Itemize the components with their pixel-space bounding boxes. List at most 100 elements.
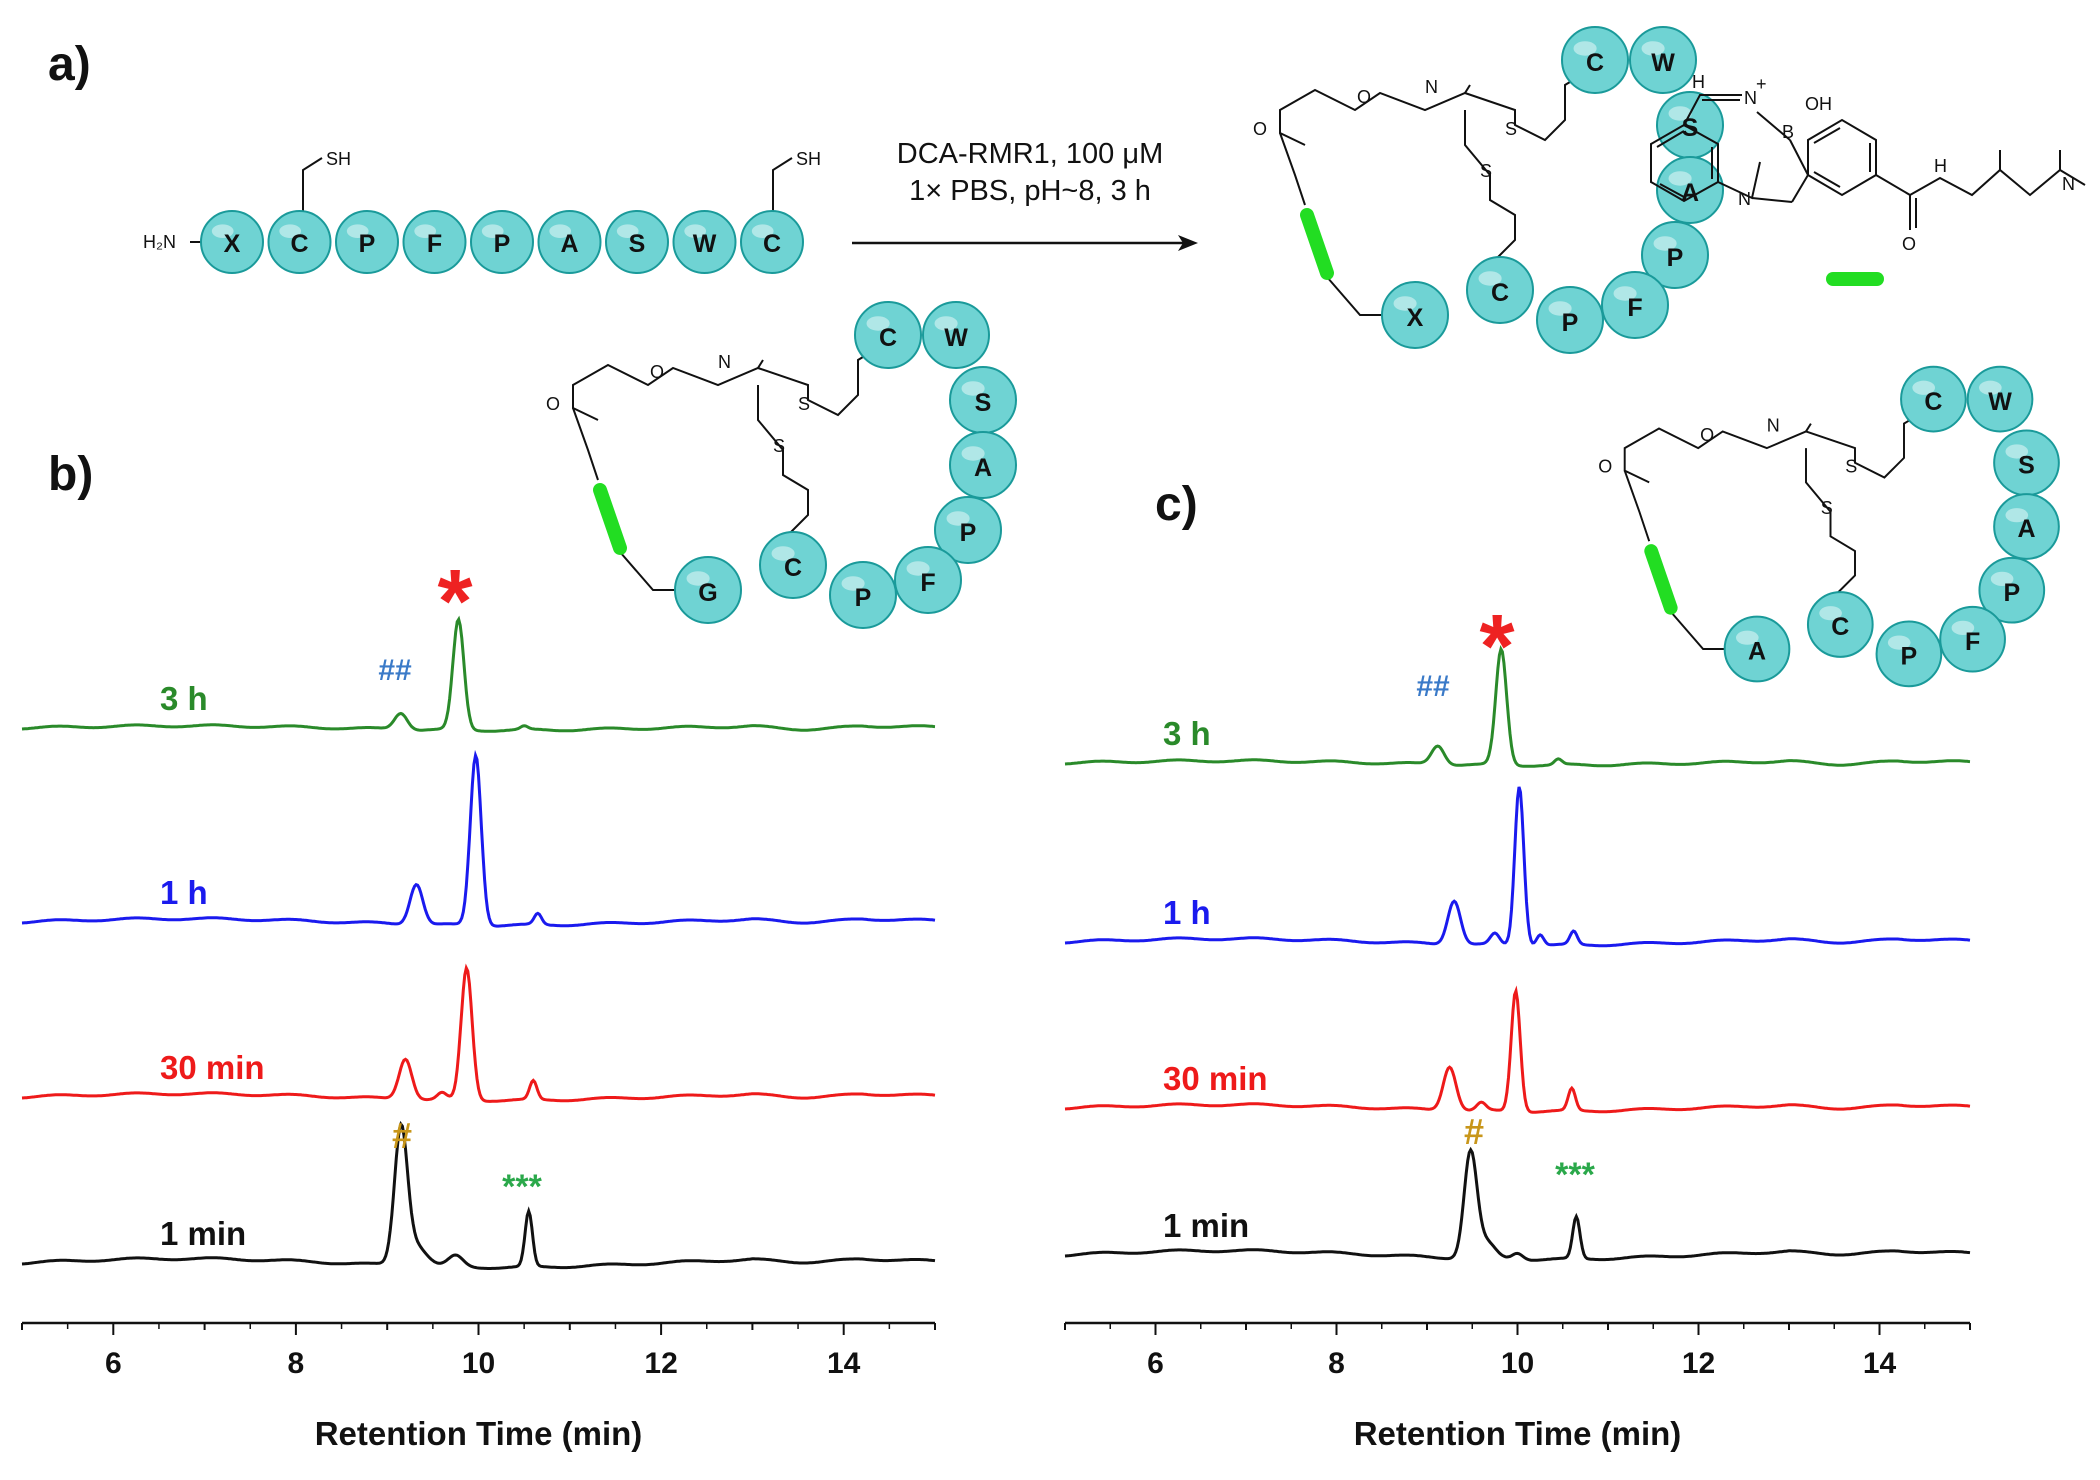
cyclic-bead-5: F <box>1939 605 2006 673</box>
bead-highlight <box>616 224 639 238</box>
x-axis-title: Retention Time (min) <box>1354 1415 1682 1452</box>
svg-text:H: H <box>1934 156 1947 176</box>
linker-bar <box>1644 544 1678 615</box>
bead-circle <box>1641 221 1709 289</box>
bead-letter: C <box>290 230 308 258</box>
linear-bead-c: C <box>740 210 804 274</box>
triple-star-marker-c: *** <box>1555 1156 1595 1194</box>
benzene-right <box>1807 118 1877 197</box>
trace-label: 1 min <box>160 1215 246 1252</box>
bead-highlight <box>686 571 710 586</box>
linker-right-bond <box>1670 611 1733 650</box>
imine-bond <box>1683 94 1742 126</box>
trace-line <box>1064 1146 1971 1262</box>
bead-highlight <box>771 546 795 561</box>
backbone-lower <box>1464 110 1516 266</box>
backbone-lower <box>757 385 809 541</box>
bead-highlight <box>1548 301 1572 316</box>
triple-star-marker-b: *** <box>502 1168 542 1206</box>
bead-circle <box>854 301 922 369</box>
bead-letter: X <box>1407 304 1424 332</box>
x-tick-label: 12 <box>1682 1347 1715 1380</box>
trace-label: 1 min <box>1163 1207 1249 1244</box>
linker-left-bond <box>572 407 599 481</box>
bead-highlight <box>481 224 504 238</box>
cys2-thiol-label: SH <box>796 149 821 169</box>
bead-letter: A <box>1748 638 1766 666</box>
bead-letter: A <box>2017 515 2035 543</box>
bead-circle <box>1875 620 1943 688</box>
carbonyl-o-label: O <box>1598 457 1612 477</box>
imine-double-bond <box>757 359 764 369</box>
bead-letter: W <box>1651 49 1675 77</box>
svg-text:O: O <box>1902 234 1916 254</box>
cyclic-bead-2: S <box>1656 91 1724 159</box>
hash-marker-b: # <box>392 1115 412 1156</box>
bead-letter: F <box>1965 628 1980 656</box>
carbonyl-o-label: O <box>1253 119 1267 139</box>
linker-atom-labels: H N + B OH N O H N <box>1692 72 2075 254</box>
trace-line <box>1064 786 1971 948</box>
bead-letter: A <box>1681 179 1699 207</box>
bead-circle <box>949 431 1017 499</box>
cyclic-bead-5: F <box>894 546 962 614</box>
oxime-o-label: O <box>1700 425 1714 445</box>
trace-line <box>1064 644 1971 768</box>
reagent-line1: DCA-RMR1, 100 μM <box>897 138 1163 170</box>
carbonyl-o-label: O <box>546 394 560 414</box>
bead-letter: P <box>359 230 376 258</box>
linear-bead-s: S <box>605 210 669 274</box>
cyclic-bead-first: G <box>674 556 742 624</box>
bead-circle <box>1381 281 1449 349</box>
sulfur-label-2: S <box>1821 498 1833 518</box>
bead-circle <box>1993 493 2060 560</box>
linker-bar <box>593 483 627 555</box>
cyclic-bead-6: P <box>1875 620 1943 688</box>
bead-circle <box>1723 615 1791 683</box>
cyclic-bead-3: A <box>1656 156 1724 224</box>
bead-circle <box>335 210 399 274</box>
x-tick-label: 10 <box>1501 1347 1534 1380</box>
bead-letter: P <box>1667 244 1684 272</box>
cyclic-bead-7: C <box>759 531 827 599</box>
bead-circle <box>674 556 742 624</box>
bead-circle <box>1966 365 2034 433</box>
oxime-o-label: O <box>1357 87 1371 107</box>
n-terminus-label: H₂N <box>143 232 176 252</box>
bead-letter: P <box>2003 579 2020 607</box>
bead-letter: C <box>784 554 802 582</box>
cyclic-bead-1: W <box>922 301 990 369</box>
linear-bead-x: X <box>200 210 264 274</box>
bead-letter: A <box>560 230 578 258</box>
bead-letter: G <box>698 579 717 607</box>
bead-letter: C <box>1924 388 1942 416</box>
cyclic-bead-4: P <box>1978 556 2046 624</box>
bead-highlight <box>906 561 930 576</box>
linear-bead-p: P <box>335 210 399 274</box>
x-tick-label: 6 <box>1147 1347 1164 1380</box>
bead-highlight <box>346 224 369 238</box>
bead-circle <box>537 210 602 274</box>
panel-a-label: a) <box>48 38 91 91</box>
bead-highlight <box>1641 41 1665 56</box>
bead-circle <box>1561 26 1629 94</box>
bead-letter: X <box>224 230 241 258</box>
cys1-side-chain <box>302 157 323 215</box>
linker-right-bond <box>619 551 683 591</box>
bead-highlight <box>1819 606 1842 621</box>
imine-double-bond <box>1464 84 1471 94</box>
bead-letter: P <box>960 519 977 547</box>
x-tick-label: 6 <box>105 1347 122 1380</box>
x-tick-label: 14 <box>827 1347 861 1380</box>
bead-highlight <box>1951 620 1975 635</box>
bead-circle <box>1978 556 2046 624</box>
linker-right-bond <box>1326 276 1390 316</box>
cyclic-bead-7: C <box>1806 591 1874 658</box>
bead-letter: S <box>975 389 992 417</box>
star-marker-c: * <box>1479 597 1514 697</box>
backbone-upper <box>572 344 884 421</box>
bead-circle <box>402 210 467 274</box>
